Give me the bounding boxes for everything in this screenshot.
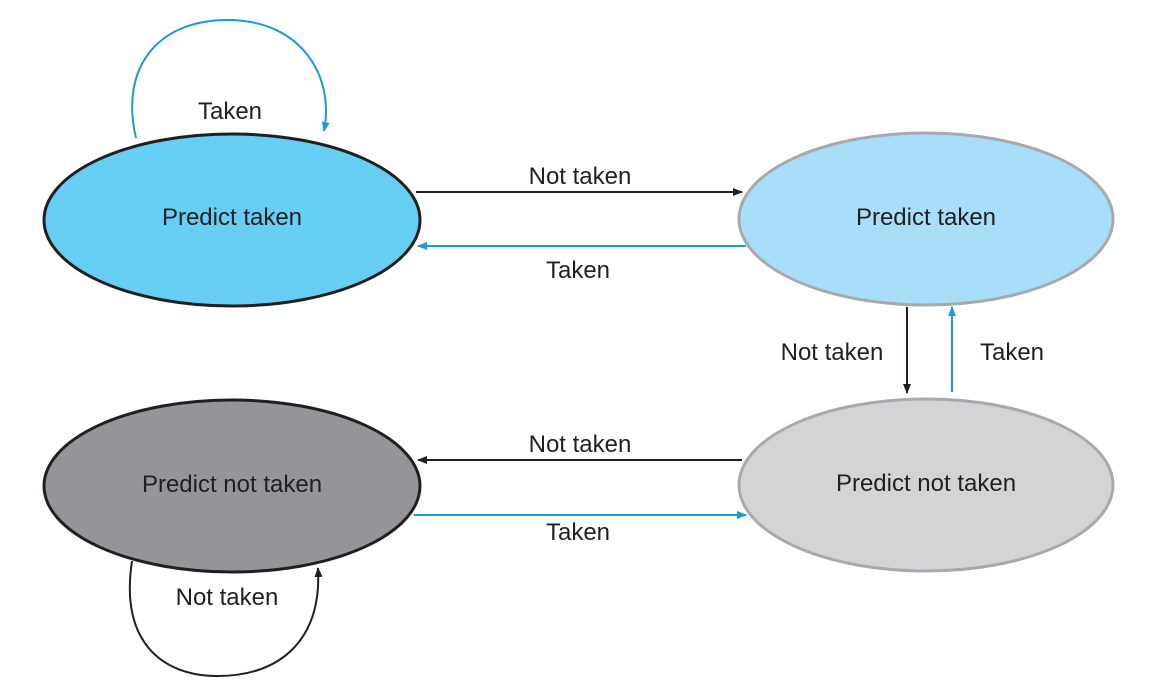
transition-strong-not-taken-self: Not taken [128,560,323,678]
state-weak-taken-shape [737,131,1115,307]
state-strong-not-taken-label: Predict not taken [142,471,322,498]
state-strong-not-taken: Predict not taken [42,398,422,574]
transition-strong-taken-self-label: Taken [198,98,262,125]
state-weak-not-taken: Predict not taken [737,397,1115,573]
transition-strong-taken-to-weak-taken-label: Not taken [529,163,632,190]
state-strong-taken: Predict taken [42,132,422,308]
transition-weak-taken-to-strong-taken-label: Taken [546,257,610,284]
state-weak-taken: Predict taken [737,131,1115,307]
transition-weak-taken-to-weak-not-taken-label: Not taken [781,339,884,366]
transition-strong-not-taken-to-weak-not-taken-label: Taken [546,519,610,546]
state-weak-taken-label: Predict taken [856,204,996,231]
state-strong-not-taken-shape [42,398,422,574]
transition-weak-not-taken-to-weak-taken-label: Taken [980,339,1044,366]
state-weak-not-taken-shape [737,397,1115,573]
transition-weak-taken-to-weak-not-taken: Not taken [781,307,911,394]
transition-weak-not-taken-to-strong-not-taken: Not taken [417,431,742,464]
transition-strong-not-taken-to-weak-not-taken: Taken [414,511,747,546]
transition-strong-taken-to-weak-taken: Not taken [416,163,743,196]
transition-weak-not-taken-to-weak-taken: Taken [948,306,1044,392]
state-strong-taken-shape [42,132,422,308]
transition-weak-taken-to-strong-taken: Taken [417,242,746,284]
transition-strong-not-taken-self-label: Not taken [176,584,279,611]
transition-strong-not-taken-self-arrow [128,560,323,678]
state-strong-taken-label: Predict taken [162,204,302,231]
state-weak-not-taken-label: Predict not taken [836,470,1016,497]
transition-strong-taken-self-arrow [131,18,330,139]
transition-weak-not-taken-to-strong-not-taken-label: Not taken [529,431,632,458]
transition-strong-taken-self: Taken [131,18,330,139]
